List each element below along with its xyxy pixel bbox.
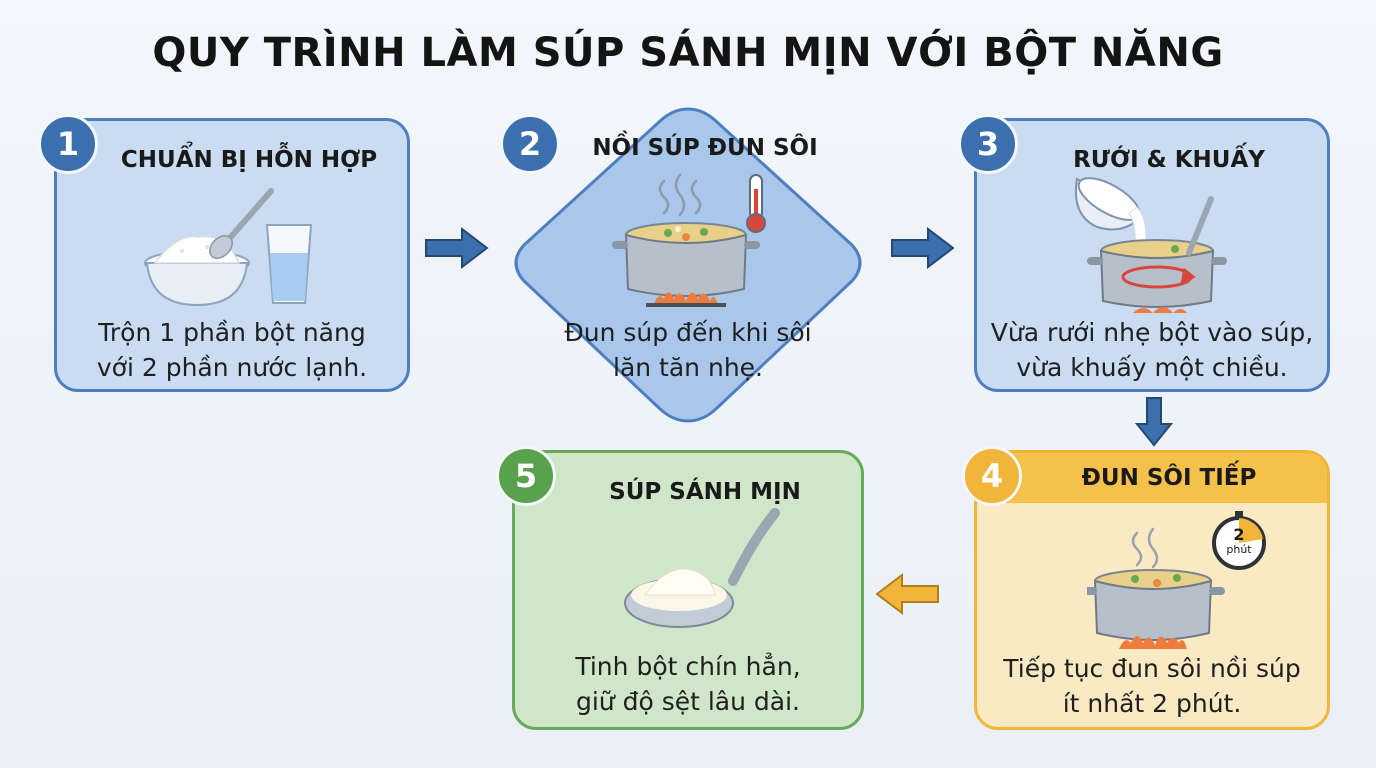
flame-icon [1133, 307, 1187, 313]
step-1-desc-line1: Trộn 1 phần bột năng [98, 318, 366, 347]
step-3-desc-line1: Vừa rưới nhẹ bột vào súp, [990, 318, 1314, 347]
steam-icon [658, 173, 702, 217]
steam-icon [1131, 527, 1159, 569]
step-2-heading: NỒI SÚP ĐUN SÔI [592, 135, 818, 161]
step-1-badge: 1 [38, 114, 98, 174]
step-1-card: CHUẨN BỊ HỖN HỢP Trộn 1 phần bột năng vớ… [54, 118, 410, 392]
step-1-heading: CHUẨN BỊ HỖN HỢP [120, 147, 378, 173]
pouring-bowl-icon [1075, 177, 1147, 252]
timer-unit: phút [1226, 543, 1252, 556]
step-2-badge: 2 [500, 114, 560, 174]
step-2-desc-line1: Đun súp đến khi sôi [564, 318, 812, 347]
step-5-desc-line2: giữ độ sệt lâu dài. [575, 687, 800, 716]
step-3-card: RƯỚI & KHUẤY Vừa rưới nhẹ bột vào súp, v… [974, 118, 1330, 392]
step-3-badge: 3 [958, 114, 1018, 174]
step-5-badge: 5 [496, 446, 556, 506]
step-2-desc-line2: lăn tăn nhẹ. [613, 353, 763, 382]
arrow-4-to-5 [875, 572, 939, 616]
arrow-2-to-3 [891, 226, 955, 270]
timer-pot-illustration [1087, 527, 1225, 649]
step-3-heading: RƯỚI & KHUẤY [1073, 147, 1265, 173]
step-4-desc-line2: ít nhất 2 phút. [1062, 689, 1242, 718]
water-glass-icon [265, 224, 313, 304]
step-5-heading: SÚP SÁNH MỊN [609, 479, 801, 505]
soup-pot-icon [1087, 196, 1227, 308]
soup-pot-icon [612, 222, 760, 297]
thermometer-icon [746, 174, 766, 233]
flame-icon [646, 292, 726, 307]
step-3-desc-line2: vừa khuấy một chiều. [1016, 353, 1288, 382]
flame-icon [1119, 636, 1187, 649]
boiling-pot-illustration [612, 173, 766, 307]
starch-bowl-icon [144, 235, 250, 307]
step-4-desc-line1: Tiếp tục đun sôi nồi súp [1003, 654, 1301, 683]
step-4-heading: ĐUN SÔI TIẾP [1081, 465, 1257, 491]
arrow-3-to-4 [1134, 397, 1174, 447]
stir-arrow-icon [1121, 265, 1196, 289]
step-4-header-band [977, 453, 1327, 503]
arrow-1-to-2 [425, 226, 489, 270]
pour-and-stir-illustration [1075, 177, 1227, 313]
page-title: QUY TRÌNH LÀM SÚP SÁNH MỊN VỚI BỘT NĂNG [152, 30, 1224, 76]
step-5-card: SÚP SÁNH MỊN Tinh bột chín hẳn, giữ độ s… [512, 450, 864, 730]
starch-and-water-illustration [144, 188, 313, 307]
timer-icon: 2 phút [1209, 511, 1269, 571]
step-5-desc-line1: Tinh bột chín hẳn, [575, 652, 801, 681]
ladle-icon [624, 508, 780, 628]
step-2-card: NỒI SÚP ĐUN SÔI Đun súp đến khi sôi lăn … [506, 105, 870, 425]
spoon-icon [209, 188, 274, 259]
timer-value: 2 [1233, 525, 1245, 544]
step-1-desc-line2: với 2 phần nước lạnh. [96, 353, 368, 382]
soup-pot-icon [1087, 569, 1225, 641]
step-4-card: ĐUN SÔI TIẾP 2 phút Tiếp tục đun sôi nồi… [974, 450, 1330, 730]
step-4-badge: 4 [962, 446, 1022, 506]
